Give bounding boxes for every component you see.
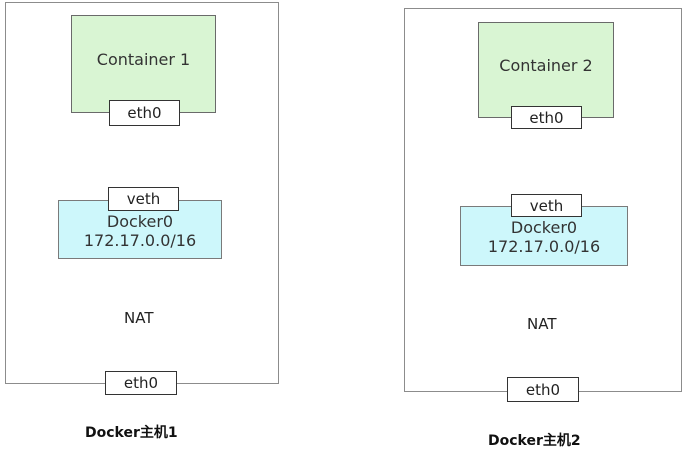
container-2-eth0-label: eth0 (529, 108, 564, 127)
docker0-bridge-1: Docker0 172.17.0.0/16 (58, 200, 222, 259)
host1-eth0-port: eth0 (105, 371, 177, 395)
host2-veth-port: veth (511, 194, 582, 217)
host2-nat-label: NAT (525, 313, 559, 335)
host2-caption: Docker主机2 (488, 433, 581, 449)
container-2: Container 2 (478, 22, 614, 118)
host1-veth-label: veth (126, 190, 161, 208)
container-1-label: Container 1 (96, 49, 191, 69)
container-1: Container 1 (71, 15, 216, 113)
docker0-bridge-1-name: Docker0 (106, 211, 174, 231)
host2-veth-label: veth (529, 196, 564, 215)
host1-nat-label: NAT (122, 307, 156, 329)
host1-caption: Docker主机1 (85, 425, 178, 441)
host2-eth0-label: eth0 (525, 380, 561, 399)
container-2-label: Container 2 (499, 55, 593, 75)
docker0-bridge-1-subnet: 172.17.0.0/16 (83, 230, 197, 250)
container-1-eth0-port: eth0 (109, 100, 180, 126)
docker0-bridge-2-name: Docker0 (510, 218, 578, 237)
host2-eth0-port: eth0 (507, 377, 579, 402)
container-1-eth0-label: eth0 (127, 104, 162, 122)
host1-veth-port: veth (108, 187, 179, 211)
host1-eth0-label: eth0 (123, 374, 159, 392)
container-2-eth0-port: eth0 (511, 106, 582, 129)
docker0-bridge-2-subnet: 172.17.0.0/16 (487, 237, 601, 256)
